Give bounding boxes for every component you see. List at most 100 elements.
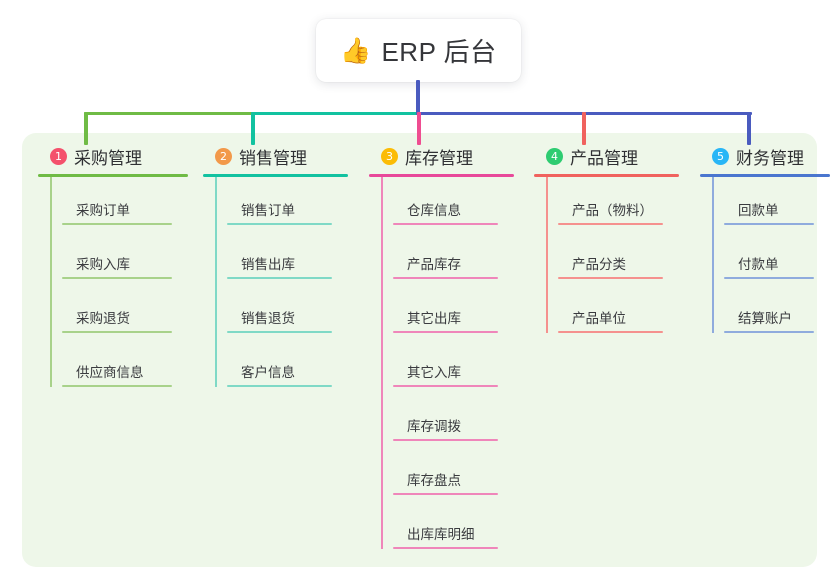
leaf-item-underline <box>558 223 663 225</box>
leaf-item[interactable]: 结算账户 <box>712 285 830 339</box>
leaf-item-label: 其它入库 <box>407 365 461 380</box>
leaf-item[interactable]: 销售订单 <box>215 177 348 231</box>
leaf-item[interactable]: 采购退货 <box>50 285 188 339</box>
branch-column-2: 2 销售管理销售订单销售出库销售退货客户信息 <box>203 143 348 393</box>
branch-drop-line-3 <box>417 112 421 145</box>
branch-title: 库存管理 <box>405 148 473 168</box>
leaf-item[interactable]: 产品分类 <box>546 231 679 285</box>
leaf-item-label: 回款单 <box>738 203 779 218</box>
branch-number-badge: 2 <box>215 147 232 165</box>
branch-underline <box>369 174 514 177</box>
leaf-item-underline <box>227 277 332 279</box>
leaf-item-label: 客户信息 <box>241 365 295 380</box>
leaf-item[interactable]: 回款单 <box>712 177 830 231</box>
leaf-item-underline <box>227 385 332 387</box>
branch-underline <box>203 174 348 177</box>
branch-items-4: 产品（物料） 产品分类产品单位 <box>534 177 679 339</box>
leaf-item-label: 销售退货 <box>241 311 295 326</box>
branch-spine <box>712 177 714 333</box>
leaf-item-label: 产品库存 <box>407 257 461 272</box>
leaf-item-label: 销售出库 <box>241 257 295 272</box>
branch-header-3[interactable]: 3 库存管理 <box>369 143 514 169</box>
leaf-item-underline <box>393 385 498 387</box>
branch-items-3: 仓库信息产品库存其它出库其它入库库存调拨库存盘点出库库明细 <box>369 177 514 555</box>
branch-drop-line-4 <box>582 112 586 145</box>
leaf-item[interactable]: 销售退货 <box>215 285 348 339</box>
branch-spine <box>215 177 217 387</box>
leaf-item-underline <box>724 277 814 279</box>
branch-header-4[interactable]: 4 产品管理 <box>534 143 679 169</box>
leaf-item-underline <box>227 331 332 333</box>
branch-number-badge: 1 <box>50 147 67 165</box>
leaf-item-label: 采购订单 <box>76 203 130 218</box>
leaf-item[interactable]: 库存调拨 <box>381 393 514 447</box>
leaf-item[interactable]: 其它出库 <box>381 285 514 339</box>
branch-title: 产品管理 <box>570 148 638 168</box>
leaf-item-label: 库存盘点 <box>407 473 461 488</box>
leaf-item-underline <box>393 439 498 441</box>
leaf-item[interactable]: 仓库信息 <box>381 177 514 231</box>
branch-title: 财务管理 <box>736 148 804 168</box>
branch-title: 采购管理 <box>74 148 142 168</box>
branch-number-badge: 4 <box>546 147 563 165</box>
leaf-item-underline <box>62 331 172 333</box>
leaf-item-underline <box>558 331 663 333</box>
leaf-item[interactable]: 采购入库 <box>50 231 188 285</box>
trunk-segment-teal <box>253 112 420 115</box>
leaf-item[interactable]: 出库库明细 <box>381 501 514 555</box>
leaf-item[interactable]: 产品单位 <box>546 285 679 339</box>
branch-title: 销售管理 <box>239 148 307 168</box>
branch-column-4: 4 产品管理产品（物料） 产品分类产品单位 <box>534 143 679 339</box>
branch-header-1[interactable]: 1 采购管理 <box>38 143 188 169</box>
branch-column-3: 3 库存管理仓库信息产品库存其它出库其它入库库存调拨库存盘点出库库明细 <box>369 143 514 555</box>
branch-items-1: 采购订单采购入库采购退货供应商信息 <box>38 177 188 393</box>
branch-drop-line-1 <box>84 112 88 145</box>
leaf-item-underline <box>62 223 172 225</box>
leaf-item-label: 结算账户 <box>738 311 792 326</box>
leaf-item-label: 供应商信息 <box>76 365 144 380</box>
branch-underline <box>534 174 679 177</box>
leaf-item-label: 仓库信息 <box>407 203 461 218</box>
leaf-item-label: 付款单 <box>738 257 779 272</box>
leaf-item-label: 产品分类 <box>572 257 626 272</box>
leaf-item-underline <box>393 493 498 495</box>
leaf-item[interactable]: 其它入库 <box>381 339 514 393</box>
leaf-item-label: 销售订单 <box>241 203 295 218</box>
leaf-item[interactable]: 采购订单 <box>50 177 188 231</box>
branch-spine <box>546 177 548 333</box>
leaf-item-label: 其它出库 <box>407 311 461 326</box>
leaf-item-underline <box>393 547 498 549</box>
branch-header-2[interactable]: 2 销售管理 <box>203 143 348 169</box>
leaf-item-label: 产品（物料） <box>572 203 653 218</box>
branch-underline <box>700 174 830 177</box>
leaf-item-label: 出库库明细 <box>407 527 475 542</box>
branch-drop-line-5 <box>747 112 751 145</box>
thumbs-up-icon: 👍 <box>340 37 372 65</box>
branch-items-5: 回款单付款单结算账户 <box>700 177 830 339</box>
branch-underline <box>38 174 188 177</box>
leaf-item-label: 库存调拨 <box>407 419 461 434</box>
branch-drop-line-2 <box>251 112 255 145</box>
root-node[interactable]: 👍 ERP 后台 <box>316 19 521 82</box>
leaf-item-underline <box>227 223 332 225</box>
leaf-item-label: 产品单位 <box>572 311 626 326</box>
leaf-item-label: 采购退货 <box>76 311 130 326</box>
leaf-item-underline <box>393 277 498 279</box>
leaf-item[interactable]: 客户信息 <box>215 339 348 393</box>
branch-number-badge: 3 <box>381 147 398 165</box>
root-stem-line <box>416 80 420 115</box>
leaf-item[interactable]: 供应商信息 <box>50 339 188 393</box>
leaf-item[interactable]: 产品（物料） <box>546 177 679 231</box>
leaf-item[interactable]: 付款单 <box>712 231 830 285</box>
leaf-item-underline <box>62 385 172 387</box>
leaf-item[interactable]: 库存盘点 <box>381 447 514 501</box>
leaf-item[interactable]: 销售出库 <box>215 231 348 285</box>
leaf-item[interactable]: 产品库存 <box>381 231 514 285</box>
leaf-item-underline <box>62 277 172 279</box>
branch-column-1: 1 采购管理采购订单采购入库采购退货供应商信息 <box>38 143 188 393</box>
leaf-item-underline <box>393 331 498 333</box>
leaf-item-underline <box>724 331 814 333</box>
